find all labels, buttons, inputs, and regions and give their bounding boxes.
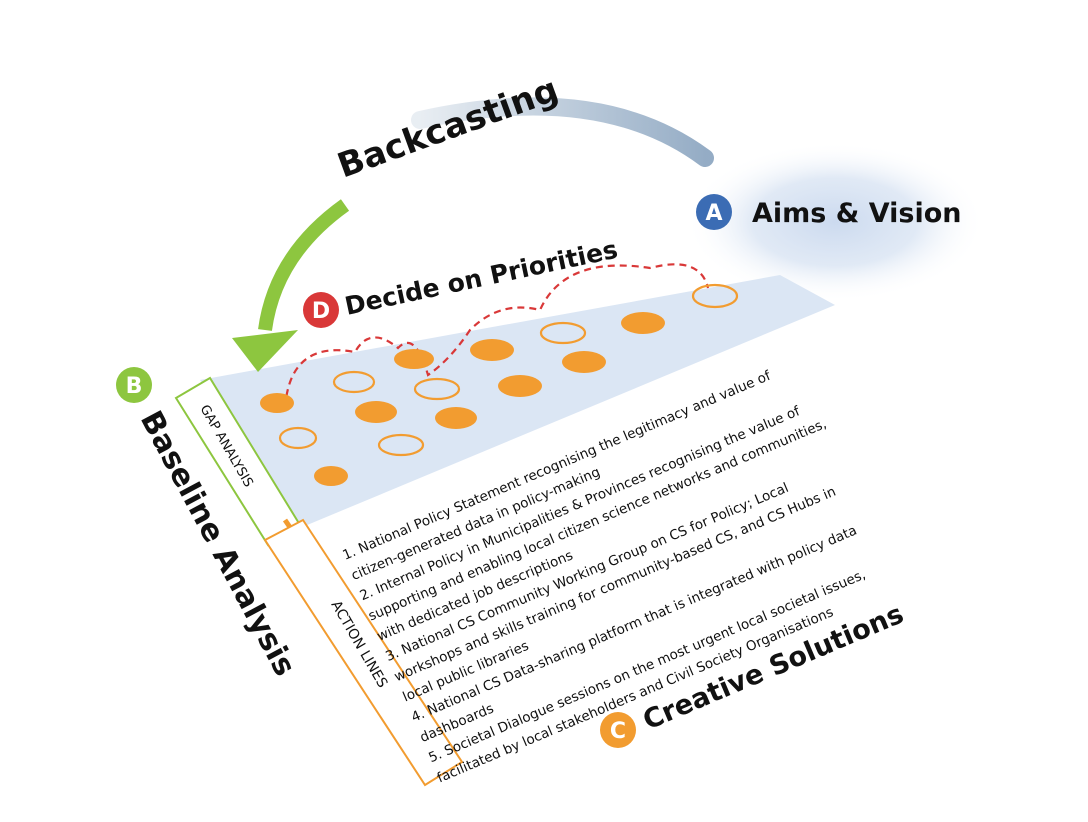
backcasting-arrow-head bbox=[232, 330, 298, 372]
priority-dot-filled bbox=[470, 339, 514, 361]
priority-dot-filled bbox=[260, 393, 294, 413]
creative-badge: C bbox=[600, 712, 636, 748]
priority-dot-filled bbox=[314, 466, 348, 486]
priority-dot-filled bbox=[355, 401, 397, 423]
gap-funnel bbox=[200, 275, 835, 528]
aims-badge: A bbox=[696, 194, 732, 230]
aims-cloud bbox=[685, 142, 985, 302]
priority-dots bbox=[260, 283, 739, 486]
priority-dot-open bbox=[691, 283, 739, 309]
priority-dot-open bbox=[539, 321, 587, 345]
priority-dot-filled bbox=[621, 312, 665, 334]
backcasting-arc-grey bbox=[411, 97, 714, 167]
backcasting-arc-green bbox=[258, 199, 350, 332]
priority-dot-filled bbox=[562, 351, 606, 373]
creative-letter: C bbox=[610, 719, 626, 744]
backcasting-title: Backcasting bbox=[332, 70, 563, 187]
aims-label: Aims & Vision bbox=[752, 198, 961, 229]
decide-letter: D bbox=[312, 299, 330, 324]
priority-dot-filled bbox=[435, 407, 477, 429]
priority-dot-open bbox=[278, 426, 318, 450]
baseline-badge: B bbox=[116, 367, 152, 403]
priority-dot-open bbox=[377, 433, 425, 457]
priority-dot-open bbox=[413, 377, 461, 401]
priority-dot-filled bbox=[498, 375, 542, 397]
decide-label: Decide on Priorities bbox=[342, 235, 620, 321]
decide-badge: D bbox=[303, 292, 339, 328]
priority-dot-open bbox=[332, 370, 376, 394]
priority-dot-filled bbox=[394, 349, 434, 369]
baseline-letter: B bbox=[126, 374, 143, 399]
priority-path bbox=[283, 263, 710, 409]
aims-letter: A bbox=[705, 201, 722, 226]
